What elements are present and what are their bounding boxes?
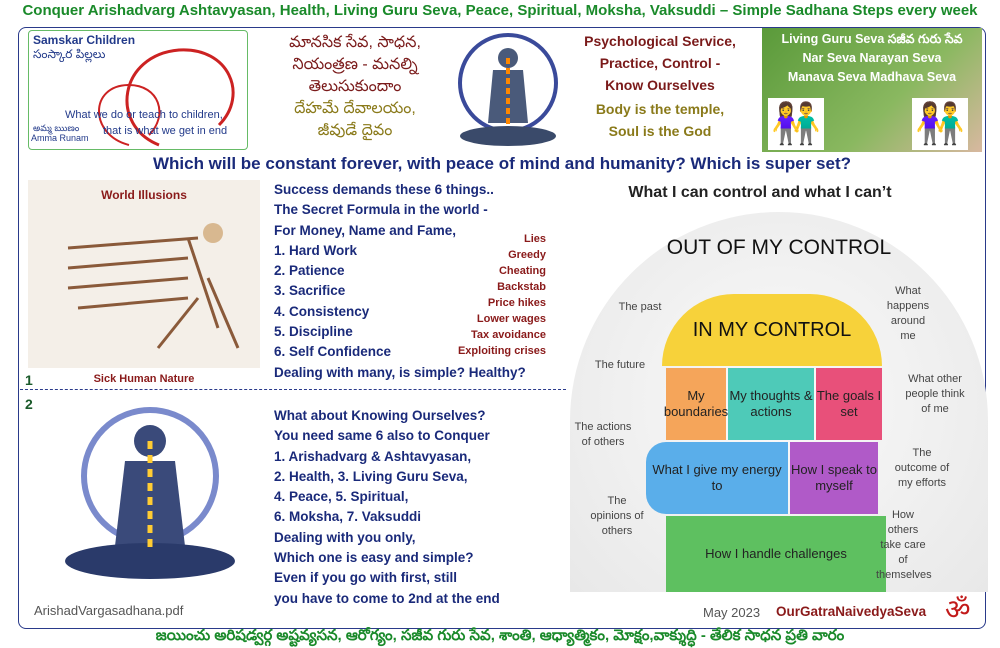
line: నియంత్రణ - మనల్ని <box>292 56 418 73</box>
line: 1. Hard Work <box>274 242 358 258</box>
main-question: Which will be constant forever, with pea… <box>152 154 852 173</box>
in-control-item: My thoughts & actions <box>728 368 814 440</box>
out-control-item: What happens around me <box>886 285 930 342</box>
vice: Lower wages <box>476 313 546 325</box>
line: Psychological Service, <box>584 33 736 49</box>
line: దేహమే దేవాలయం, <box>294 100 416 117</box>
telugu-temple-text: దేహమే దేవాలయం, జీవుడే దైవం <box>270 98 440 142</box>
bottom-title: జయించు అరిషడ్వర్గ అష్టవ్యసన, ఆరోగ్యం, సజ… <box>155 627 845 644</box>
in-control-item: How I speak to myself <box>790 442 878 514</box>
out-control-item: The past <box>618 301 662 313</box>
om-icon: ॐ <box>945 594 971 625</box>
world-illusions-image: World Illusions Sick Human Nature <box>28 180 260 385</box>
line: తెలుసుకుందాం <box>308 78 402 95</box>
line: Practice, Control - <box>599 55 721 71</box>
line: Soul is the God <box>608 123 712 139</box>
meditation-figure-icon <box>458 33 558 146</box>
out-control-item: The outcome of my efforts <box>894 447 950 489</box>
in-control-item: What I give my energy to <box>646 442 788 514</box>
line: 6. Moksha, 7. Vaksuddi <box>274 509 422 525</box>
body-temple-text: Body is the temple, Soul is the God <box>570 98 750 142</box>
section-number: 2 <box>25 396 33 412</box>
line: జీవుడే దైవం <box>317 122 393 139</box>
control-diagram: OUT OF MY CONTROL IN MY CONTROL My bound… <box>570 212 988 592</box>
amma-te: అమ్మ ఋణం <box>33 123 80 133</box>
out-control-item: What other people think of me <box>905 373 965 415</box>
date: May 2023 <box>703 605 761 620</box>
line: 4. Consistency <box>274 303 370 319</box>
line: 6. Self Confidence <box>274 344 392 360</box>
telugu-service-text: మానసిక సేవ, సాధన, నియంత్రణ - మనల్ని తెలు… <box>270 32 440 98</box>
line: Even if you go with first, still <box>274 570 458 586</box>
out-control-item: The actions of others <box>574 421 632 448</box>
samskar-title-te: సంస్కార పిల్లలు <box>33 47 106 61</box>
line: What about Knowing Ourselves? <box>274 408 486 423</box>
line: Body is the temple, <box>595 101 725 117</box>
knowing-ourselves-list: What about Knowing Ourselves? You need s… <box>274 406 500 609</box>
out-control-item: The opinions of others <box>590 495 644 537</box>
couple-icon: 👫 <box>912 98 968 150</box>
amma: Amma Runam <box>31 133 89 143</box>
image-caption: Sick Human Nature <box>93 373 195 385</box>
out-control-item: How others take care of themselves <box>876 509 932 581</box>
main-frame <box>18 27 986 629</box>
line: Success demands these 6 things.. <box>274 182 494 197</box>
line: The Secret Formula in the world - <box>274 202 488 218</box>
vice: Price hikes <box>487 297 546 309</box>
vices-list: Lies Greedy Cheating Backstab Price hike… <box>440 231 546 359</box>
line: You need same 6 also to Conquer <box>274 428 490 444</box>
mother-child-illustration <box>98 48 235 147</box>
line: మానసిక సేవ, సాధన, <box>289 34 421 51</box>
success-formula-list: Success demands these 6 things.. The Sec… <box>274 180 526 383</box>
vice: Greedy <box>508 249 546 261</box>
samskar-line1: What we do or teach to children, <box>65 109 223 121</box>
elderly-couple-icon: 👫 <box>768 98 824 150</box>
skeleton-illustration <box>67 223 240 349</box>
living-guru-seva-panel: Living Guru Seva సజీవ గురు సేవ Nar Seva … <box>762 28 982 152</box>
section-number: 1 <box>25 372 33 388</box>
in-control-item: The goals I set <box>816 368 882 440</box>
in-control-item: My boundaries <box>664 368 728 440</box>
vice: Exploiting crises <box>457 345 546 357</box>
control-title: What I can control and what I can’t <box>628 184 892 201</box>
line: Dealing with many, is simple? Healthy? <box>274 364 526 380</box>
line: 3. Sacrifice <box>274 283 346 299</box>
line: For Money, Name and Fame, <box>274 222 457 238</box>
out-control-item: The future <box>594 359 646 371</box>
line: Which one is easy and simple? <box>274 550 474 566</box>
vice: Lies <box>523 233 546 245</box>
brand-name: OurGatraNaivedyaSeva <box>776 604 927 619</box>
line: 4. Peace, 5. Spiritual, <box>274 489 409 505</box>
samskar-children-panel: Samskar Children సంస్కార పిల్లలు What we… <box>28 30 248 150</box>
image-title: World Illusions <box>101 188 187 202</box>
samskar-title: Samskar Children <box>33 33 136 47</box>
line: Nar Seva Narayan Seva <box>802 51 942 65</box>
line: Living Guru Seva సజీవ గురు సేవ <box>781 32 963 46</box>
samskar-line2: that is what we get in end <box>103 125 228 137</box>
top-title: Conquer Arishadvarg Ashtavyasan, Health,… <box>22 2 978 19</box>
vice: Cheating <box>498 265 546 277</box>
file-name: ArishadVargasadhana.pdf <box>34 603 184 618</box>
line: 2. Patience <box>274 263 345 279</box>
line: Dealing with you only, <box>274 529 416 545</box>
line: you have to come to 2nd at the end <box>274 590 500 606</box>
out-of-control-title: OUT OF MY CONTROL <box>666 236 892 259</box>
in-control-title: IN MY CONTROL <box>662 294 882 366</box>
section-divider <box>20 389 566 390</box>
line: Know Ourselves <box>605 77 715 93</box>
meditating-person-illustration <box>65 407 235 579</box>
psychological-service-text: Psychological Service, Practice, Control… <box>570 30 750 96</box>
line: Manava Seva Madhava Seva <box>787 70 957 84</box>
vice: Backstab <box>497 281 546 293</box>
line: 5. Discipline <box>274 324 353 340</box>
vice: Tax avoidance <box>471 329 546 341</box>
line: 1. Arishadvarg & Ashtavyasan, <box>274 448 472 464</box>
line: 2. Health, 3. Living Guru Seva, <box>274 468 468 484</box>
in-control-item: How I handle challenges <box>666 516 886 592</box>
